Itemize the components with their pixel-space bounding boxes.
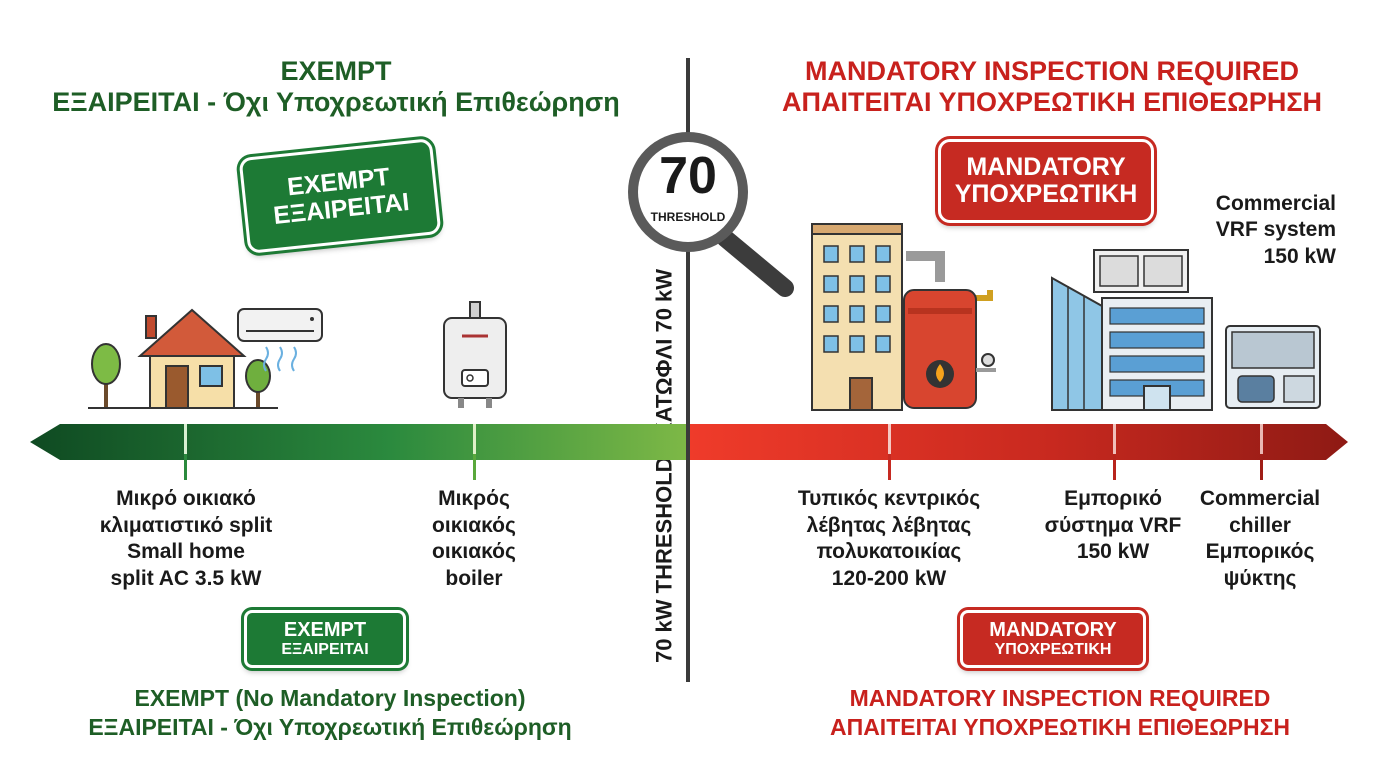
item-split-ac-line3: Small home: [127, 540, 245, 564]
item-chiller-line3: Εμπορικός: [1205, 540, 1315, 564]
vrf-callout: Commercial VRF system 150 kW: [1180, 191, 1336, 270]
item-vrf-line2: σύστημα VRF: [1044, 513, 1182, 537]
right-header-subtitle: ΑΠΑΙΤΕΙΤΑΙ ΥΠΟΧΡΕΩΤΙΚΗ ΕΠΙΘΕΩΡΗΣΗ: [781, 86, 1323, 117]
right-header-title: MANDATORY INSPECTION REQUIRED: [804, 56, 1300, 86]
mandatory-stamp-small-line1: MANDATORY: [989, 619, 1117, 642]
mandatory-bar-segment: [690, 424, 1348, 460]
exempt-stamp-small: EXEMPT ΕΞΑΙΡΕΙΤΑΙ: [244, 610, 406, 668]
house-scene: [88, 308, 278, 409]
item-home-boiler-line2: οικιακός: [432, 513, 516, 537]
house-icon: [137, 308, 247, 409]
exempt-stamp-small-line2: ΕΞΑΙΡΕΙΤΑΙ: [281, 641, 369, 659]
item-central-boiler-line3: πολυκατοικίας: [816, 540, 962, 564]
right-header: MANDATORY INSPECTION REQUIRED ΑΠΑΙΤΕΙΤΑΙ…: [752, 56, 1352, 117]
item-home-boiler-line3: οικιακός: [432, 540, 516, 564]
item-split-ac-line4: split AC 3.5 kW: [110, 566, 262, 590]
left-footer-title: EXEMPT (No Mandatory Inspection): [134, 685, 526, 711]
tick-home-boiler: [473, 424, 476, 480]
item-label-central-boiler: Τυπικός κεντρικός λέβητας λέβητας πολυκα…: [786, 486, 992, 593]
item-chiller-line1: Commercial: [1199, 487, 1321, 510]
left-header-title: EXEMPT: [280, 56, 392, 86]
vrf-unit-icon: [1093, 249, 1189, 293]
left-footer-subtitle: ΕΞΑΙΡΕΙΤΑΙ - Όχι Υποχρεωτική Επιθεώρηση: [88, 714, 572, 741]
item-vrf-line1: Εμπορικό: [1064, 487, 1162, 510]
wall-boiler-icon: [443, 301, 507, 408]
item-central-boiler-line1: Τυπικός κεντρικός: [797, 487, 981, 510]
right-footer-subtitle: ΑΠΑΙΤΕΙΤΑΙ ΥΠΟΧΡΕΩΤΙΚΗ ΕΠΙΘΕΩΡΗΣΗ: [829, 714, 1291, 741]
mandatory-stamp-small-line2: ΥΠΟΧΡΕΩΤΙΚΗ: [994, 641, 1112, 659]
split-ac-icon: [237, 308, 323, 372]
apartment-building-icon: [811, 223, 903, 411]
item-label-chiller: Commercial chiller Εμπορικός ψύκτης: [1190, 486, 1330, 593]
item-split-ac-line1: Μικρό οικιακό: [116, 487, 256, 510]
threshold-divider: [686, 58, 690, 682]
item-central-boiler-line4: 120-200 kW: [831, 566, 947, 590]
magnifier-icon: [628, 132, 794, 297]
threshold-caption: THRESHOLD: [650, 210, 726, 224]
vrf-callout-line3: 150 kW: [1263, 244, 1336, 268]
right-footer: MANDATORY INSPECTION REQUIRED ΑΠΑΙΤΕΙΤΑΙ…: [760, 684, 1360, 743]
left-footer: EXEMPT (No Mandatory Inspection) ΕΞΑΙΡΕΙ…: [30, 684, 630, 743]
tree-icon: [91, 343, 121, 408]
left-header: EXEMPT ΕΞΑΙΡΕΙΤΑΙ - Όχι Υποχρεωτική Επιθ…: [40, 56, 632, 117]
vrf-callout-line2: VRF system: [1215, 218, 1336, 242]
item-chiller-line4: ψύκτης: [1223, 566, 1297, 590]
mandatory-stamp-large-line2: ΥΠΟΧΡΕΩΤΙΚΗ: [954, 180, 1138, 208]
tick-vrf: [1113, 424, 1116, 480]
item-vrf-line3: 150 kW: [1076, 540, 1150, 564]
item-home-boiler-line1: Μικρός: [438, 487, 510, 510]
tick-central-boiler: [888, 424, 891, 480]
mandatory-stamp-large: MANDATORY ΥΠΟΧΡΕΩΤΙΚΗ: [938, 139, 1154, 223]
left-header-subtitle: ΕΞΑΙΡΕΙΤΑΙ - Όχι Υποχρεωτική Επιθεώρηση: [52, 86, 620, 117]
exempt-stamp-small-line1: EXEMPT: [283, 619, 367, 642]
mandatory-stamp-large-line1: MANDATORY: [966, 152, 1126, 181]
item-split-ac-line2: κλιματιστικό split: [99, 513, 273, 537]
item-home-boiler-line4: boiler: [445, 566, 503, 590]
item-label-vrf: Εμπορικό σύστημα VRF 150 kW: [1038, 486, 1188, 566]
item-central-boiler-line2: λέβητας λέβητας: [806, 513, 972, 537]
exempt-bar-segment: [30, 424, 686, 460]
right-footer-title: MANDATORY INSPECTION REQUIRED: [849, 685, 1271, 711]
item-chiller-line2: chiller: [1229, 513, 1291, 537]
threshold-value: 70: [659, 147, 717, 205]
vrf-callout-line1: Commercial: [1215, 192, 1336, 215]
chiller-icon: [1225, 325, 1321, 409]
item-label-split-ac: Μικρό οικιακό κλιματιστικό split Small h…: [84, 486, 288, 593]
tick-chiller: [1260, 424, 1263, 480]
tick-split-ac: [184, 424, 187, 480]
mandatory-stamp-small: MANDATORY ΥΠΟΧΡΕΩΤΙΚΗ: [960, 610, 1146, 668]
central-boiler-icon: [903, 251, 996, 409]
office-building-icon: [1051, 276, 1213, 411]
item-label-home-boiler: Μικρός οικιακός οικιακός boiler: [404, 486, 544, 593]
